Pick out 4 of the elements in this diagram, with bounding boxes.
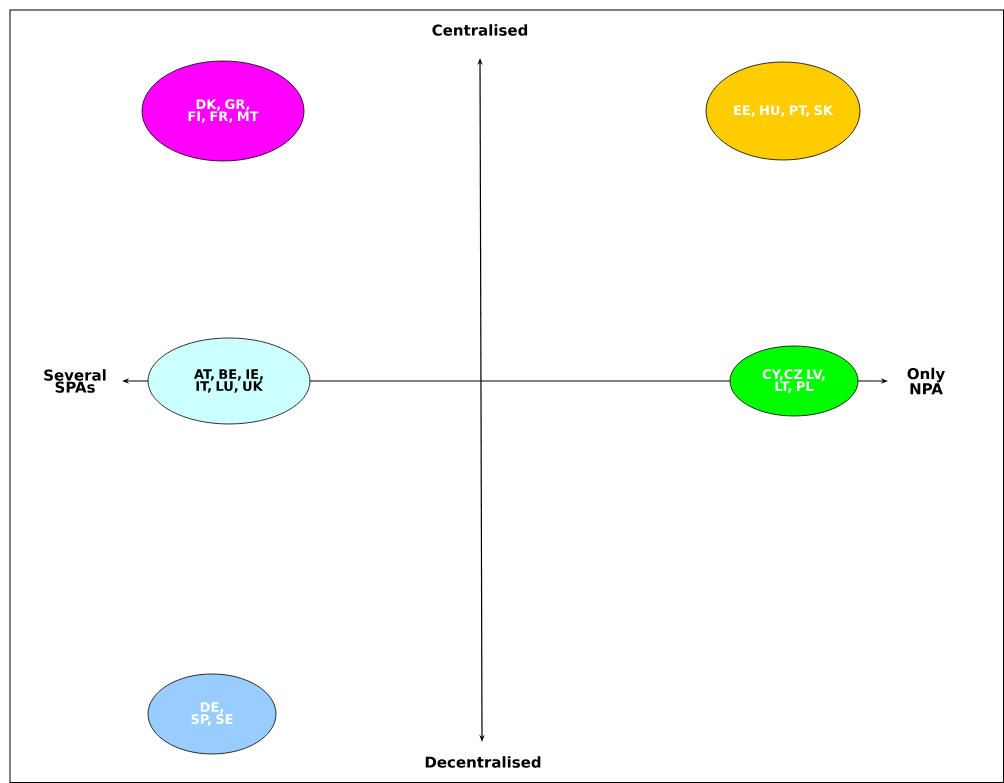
axis-label: Centralised [432, 24, 528, 36]
axis-label: Several SPAs [44, 369, 106, 393]
axis-label: Only NPA [907, 367, 945, 395]
axis-label: Decentralised [425, 756, 541, 768]
